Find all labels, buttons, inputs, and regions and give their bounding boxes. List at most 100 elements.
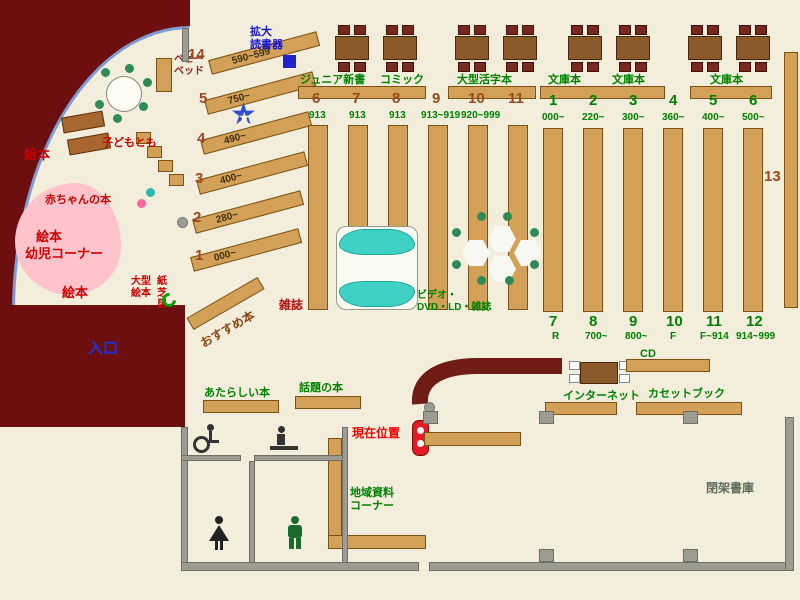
shelf-number: 11 (508, 90, 524, 107)
reading-table (335, 36, 369, 60)
step-shelf (169, 174, 184, 186)
kamishibai-label: 紙芝居 (157, 276, 167, 310)
local-materials-shelf (328, 535, 426, 549)
pillar (177, 217, 188, 228)
shelf-number: 13 (764, 168, 781, 185)
shelf-range: 000~ (212, 247, 238, 264)
shelf-number: 12 (746, 313, 763, 330)
chair (739, 62, 751, 72)
chair (691, 25, 703, 35)
shelf-number: 5 (709, 92, 718, 109)
shelf-number: 9 (432, 90, 441, 107)
hex-chair (477, 276, 486, 285)
section-label-comic: コミック (380, 74, 424, 86)
shelf-code: 914~999 (736, 331, 776, 342)
bookshelf-13 (784, 52, 798, 308)
toddler-corner-area (15, 183, 121, 295)
shelf-code: 913 (349, 110, 366, 121)
bookshelf (663, 128, 683, 312)
rack-curve-top (339, 229, 415, 255)
current-location-label: 現在位置 (352, 426, 401, 440)
star-icon-inner: ★ (238, 109, 251, 125)
reading-table (383, 36, 417, 60)
step-shelf (147, 146, 162, 158)
kids-chair (139, 102, 148, 111)
chair (571, 25, 583, 35)
picture-book-label: 絵本 (24, 147, 51, 162)
chair (402, 25, 414, 35)
chair (755, 25, 767, 35)
rack-curve-bottom (339, 281, 415, 307)
chair (587, 62, 599, 72)
shelf-number: 2 (193, 209, 202, 226)
toddler-corner-label: 幼児コーナー (25, 246, 104, 261)
shelf-number: 11 (706, 313, 722, 330)
chair (755, 62, 767, 72)
shelf-code: 700~ (585, 331, 608, 342)
service-counter (411, 358, 562, 405)
new-books-shelf (203, 400, 279, 413)
reading-table (503, 36, 537, 60)
chair (386, 25, 398, 35)
cassette-label: カセットブック (648, 388, 725, 400)
topical-books-label: 話題の本 (299, 382, 343, 394)
wall (785, 417, 794, 571)
wall (254, 455, 346, 461)
hex-chair (503, 212, 512, 221)
chair (354, 25, 366, 35)
cassette-shelf (545, 402, 617, 415)
bookshelf (428, 125, 448, 310)
head (215, 516, 223, 524)
wall (429, 562, 787, 571)
hex-chair (530, 260, 539, 269)
kids-chair (125, 64, 134, 73)
pillar (539, 411, 554, 424)
shelf-code: 800~ (625, 331, 648, 342)
body (209, 431, 212, 442)
section-label-large-print: 大型活字本 (457, 74, 512, 86)
internet-chair (619, 374, 630, 383)
hex-chair (477, 212, 486, 221)
local-materials-shelf (328, 438, 342, 540)
baby-bed-label: ベビー ベッド (174, 54, 204, 77)
magnifier-reader-label: 拡大 読書器 (250, 26, 283, 51)
man-icon (284, 516, 306, 550)
topical-books-shelf (295, 396, 361, 409)
bookshelf (308, 125, 328, 310)
hex-chair (452, 260, 461, 269)
chair (739, 25, 751, 35)
wall (181, 562, 419, 571)
shelf-number: 7 (549, 313, 558, 330)
closed-stacks-label: 閉架書庫 (706, 481, 755, 495)
marker-dot (417, 427, 424, 434)
wall (181, 455, 241, 461)
shelf-number: 5 (199, 90, 208, 107)
reading-table (616, 36, 650, 60)
shelf-diag-2: 280~ (192, 190, 305, 234)
shelf-number: 14 (188, 46, 205, 63)
shelf-number: 3 (629, 92, 638, 109)
kids-chair (143, 78, 152, 87)
shelf-number: 1 (549, 92, 558, 109)
chair (458, 62, 470, 72)
av-magazine-rack (336, 226, 418, 310)
chair (506, 62, 518, 72)
magnifier-reader-device (283, 55, 296, 68)
dress (209, 525, 229, 541)
reading-table (455, 36, 489, 60)
bookshelf (583, 128, 603, 312)
shelf-number: 9 (629, 313, 638, 330)
kids-chair-pink (137, 199, 146, 208)
step-shelf (136, 132, 151, 144)
baby-books-label: 赤ちゃんの本 (45, 194, 111, 206)
wall (181, 427, 188, 570)
leg (296, 538, 301, 549)
hex-chair (530, 228, 539, 237)
wheelchair-icon (190, 424, 220, 456)
shelf-code: 000~ (542, 112, 565, 123)
chair (506, 25, 518, 35)
baby-bed (156, 58, 172, 92)
chair (635, 62, 647, 72)
chair (522, 62, 534, 72)
kodomo-tomo-label: 子どもとも (102, 137, 157, 149)
